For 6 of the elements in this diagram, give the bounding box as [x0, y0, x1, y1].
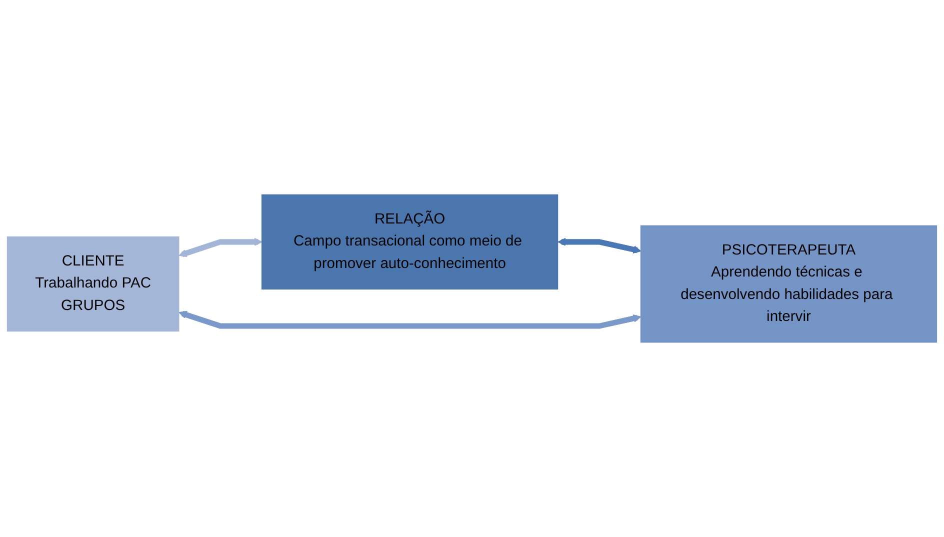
arrow [558, 238, 642, 254]
node-box: CLIENTE Trabalhando PAC GRUPOS [6, 236, 180, 332]
arrow [178, 310, 642, 329]
node-box: RELAÇÃO Campo transacional como meio de promover auto-conhecimento [261, 194, 558, 290]
node-box: PSICOTERAPEUTA Aprendendo técnicas e desenvolvendo habilidades para intervir [640, 225, 938, 343]
arrow [178, 238, 262, 258]
